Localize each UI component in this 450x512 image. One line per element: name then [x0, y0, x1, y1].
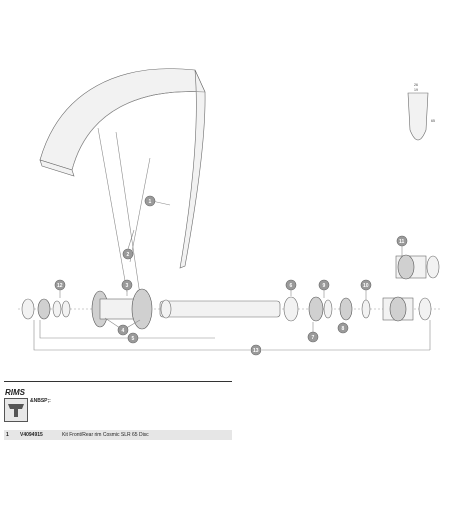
callout-5: 5 — [127, 332, 139, 344]
rim-profile-section: 26 19 65 — [407, 83, 435, 141]
callout-8: 8 — [337, 322, 349, 334]
callout-10: 10 — [360, 279, 372, 291]
callout-7-label: 7 — [312, 335, 315, 341]
rim-illustration — [39, 68, 206, 269]
part-reference: V4094915 — [20, 432, 43, 438]
callout-3: 3 — [121, 279, 133, 291]
section-title: RIMS — [5, 388, 25, 397]
callout-6-label: 6 — [290, 283, 293, 289]
profile-depth: 65 — [431, 119, 435, 123]
callout-7: 7 — [307, 331, 319, 343]
callout-1-label: 1 — [149, 199, 152, 205]
hub-left-parts — [21, 298, 71, 320]
callout-12: 12 — [54, 279, 66, 291]
spokes-illustration — [97, 127, 151, 296]
callout-11: 11 — [396, 235, 408, 247]
callout-4: 4 — [117, 324, 129, 336]
part-number: 1 — [6, 432, 9, 438]
callout-2-label: 2 — [127, 252, 130, 258]
freehub-body — [382, 254, 440, 322]
callout-13-label: 13 — [253, 348, 259, 354]
callout-6: 6 — [285, 279, 297, 291]
callout-4-label: 4 — [122, 328, 125, 334]
callout-9: 9 — [318, 279, 330, 291]
part-description: Kit Front/Rear rim Cosmic SLR 65 Disc — [62, 432, 149, 438]
callout-5-label: 5 — [132, 336, 135, 342]
rim-icon-label: &NBSP;: — [30, 398, 51, 404]
callout-11-label: 11 — [399, 239, 405, 245]
section-divider — [4, 381, 232, 382]
callout-12-label: 12 — [57, 283, 63, 289]
callout-9-label: 9 — [323, 283, 326, 289]
callout-8-label: 8 — [342, 326, 345, 332]
callout-1: 1 — [144, 195, 156, 207]
callout-3-label: 3 — [126, 283, 129, 289]
callout-13: 13 — [250, 344, 262, 356]
hub-right-parts — [283, 296, 371, 322]
rim-category-icon — [4, 398, 28, 422]
hub-body — [91, 288, 153, 330]
table-row: 1 V4094915 Kit Front/Rear rim Cosmic SLR… — [4, 430, 232, 440]
leader-lines — [33, 200, 431, 351]
axle — [159, 299, 281, 319]
rim-profile-icon — [8, 404, 24, 417]
callout-10-label: 10 — [363, 283, 369, 289]
callout-2: 2 — [122, 248, 134, 260]
profile-inner-width: 19 — [414, 88, 418, 92]
profile-outer-width: 26 — [414, 83, 418, 87]
